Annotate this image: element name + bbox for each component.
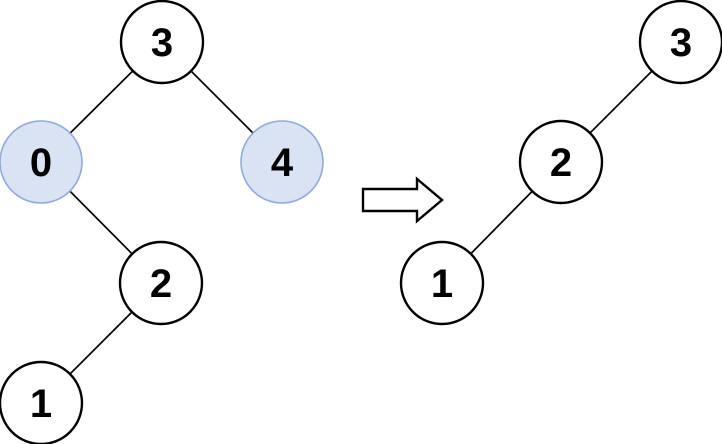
- node-circle: [638, 0, 722, 85]
- node-circle: [399, 240, 485, 326]
- after-tree: 3 2 1: [399, 0, 722, 326]
- tree-node-highlighted-left: 0: [0, 120, 83, 204]
- tree-node: 2: [118, 240, 204, 326]
- node-label: 1: [30, 382, 52, 426]
- node-circle-highlighted: [0, 120, 83, 204]
- node-circle-highlighted: [240, 120, 324, 204]
- node-label: 0: [30, 141, 52, 185]
- tree-node-root: 3: [119, 0, 205, 85]
- node-label: 2: [150, 262, 172, 306]
- tree-node: 1: [0, 360, 84, 444]
- node-circle: [518, 119, 604, 205]
- tree-node: 1: [399, 240, 485, 326]
- node-label: 1: [431, 262, 453, 306]
- node-circle: [0, 360, 84, 444]
- node-circle: [119, 0, 205, 85]
- transform-arrow: [361, 176, 444, 224]
- tree-node-highlighted-right: 4: [240, 120, 324, 204]
- node-circle: [118, 240, 204, 326]
- node-label: 2: [550, 141, 572, 185]
- node-label: 4: [271, 141, 294, 185]
- node-label: 3: [151, 21, 173, 65]
- before-tree: 3 0 4 2 1: [0, 0, 324, 444]
- right-block-arrow-icon: [361, 176, 444, 224]
- node-label: 3: [670, 21, 692, 65]
- tree-node: 2: [518, 119, 604, 205]
- tree-node-root: 3: [638, 0, 722, 85]
